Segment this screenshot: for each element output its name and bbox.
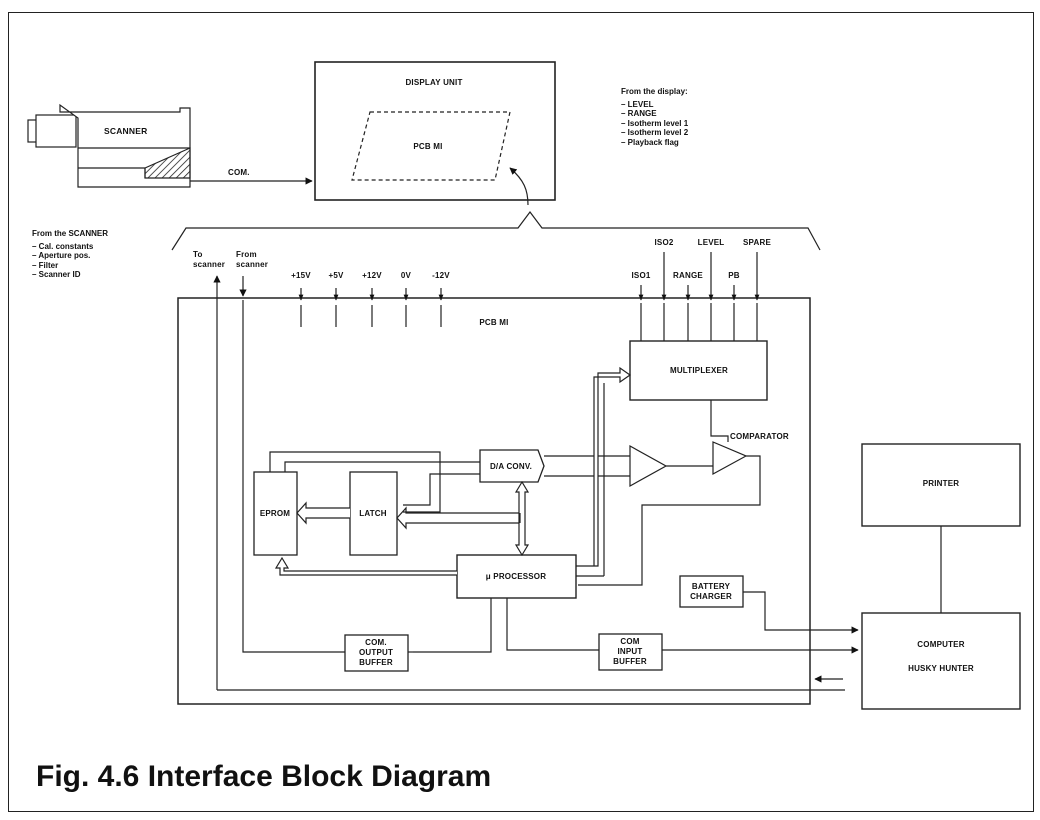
to-scanner-label-line: To: [193, 250, 203, 259]
latch-eprom-bus: [296, 501, 350, 525]
computer-block: [861, 612, 1021, 710]
display-notes: From the display: LEVEL RANGE Isotherm l…: [621, 87, 688, 147]
display-feedback-arrow: [509, 167, 529, 206]
figure-frame: [8, 12, 1034, 812]
power-rail-label: +5V: [328, 271, 344, 280]
comparator-symbol: [712, 441, 748, 476]
comparator-output-line: [578, 455, 761, 586]
pcb-mi-box: [177, 297, 811, 705]
latch-label: LATCH: [359, 509, 387, 518]
display-notes-heading: From the display:: [621, 87, 688, 96]
com-output-buffer-block: [344, 634, 409, 672]
comparator-label: COMPARATOR: [730, 432, 789, 441]
multiplexer-block: [629, 340, 768, 401]
pcb-title: PCB MI: [479, 318, 509, 327]
processor-da-bus: [514, 480, 530, 557]
com-input-buffer-label-line: INPUT: [617, 647, 643, 656]
com-input-buffer-label: COM INPUT BUFFER: [613, 637, 647, 667]
display-note-item: Isotherm level 1: [621, 119, 688, 129]
scanner-note-item: Filter: [32, 261, 108, 271]
expansion-brace: [171, 211, 821, 251]
from-scanner-line: [242, 300, 345, 653]
com-output-buffer-label-line: COM.: [365, 638, 387, 647]
signal-label-range: RANGE: [673, 271, 703, 280]
figure-caption: Fig. 4.6 Interface Block Diagram: [36, 760, 492, 793]
com-link-label: COM.: [228, 168, 250, 177]
battery-charger-label-line: BATTERY: [691, 582, 731, 591]
signal-input-arrows: [638, 252, 760, 341]
com-output-buffer-label: COM. OUTPUT BUFFER: [359, 638, 393, 668]
to-scanner-label-line: scanner: [193, 260, 226, 269]
signal-label-iso2: ISO2: [654, 238, 674, 247]
signal-label-iso1: ISO1: [631, 271, 651, 280]
com-output-buffer-label-line: OUTPUT: [358, 648, 394, 657]
display-unit-box: [314, 61, 556, 201]
amplifier-symbol: [629, 444, 668, 488]
display-pcb-label: PCB MI: [413, 142, 443, 151]
from-scanner-label-line: From: [236, 250, 257, 259]
charger-to-computer-arrow: [743, 591, 859, 634]
da-converter-block: [479, 449, 545, 483]
computer-model-label: HUSKY HUNTER: [908, 664, 974, 673]
power-rail-label: -12V: [432, 271, 450, 280]
from-scanner-label: From scanner: [236, 250, 268, 270]
power-rail-label: +12V: [362, 271, 382, 280]
display-unit-title: DISPLAY UNIT: [405, 78, 463, 87]
scanner-notes: From the SCANNER Cal. constants Aperture…: [32, 229, 108, 280]
display-note-item: RANGE: [621, 109, 688, 119]
display-note-item: Playback flag: [621, 138, 688, 148]
battery-charger-label: BATTERY CHARGER: [690, 582, 732, 602]
da-converter-label: D/A CONV.: [489, 462, 533, 471]
processor-latch-bus: [396, 506, 520, 530]
processor-label: μ PROCESSOR: [485, 572, 547, 581]
scanner-note-item: Aperture pos.: [32, 251, 108, 261]
processor-output-buffer-line: [413, 598, 492, 653]
power-rail-arrows: [298, 288, 444, 327]
com-input-buffer-label-line: BUFFER: [613, 657, 647, 666]
scanner-notes-heading: From the SCANNER: [32, 229, 109, 238]
computer-label: COMPUTER: [917, 640, 965, 649]
com-output-buffer-label-line: BUFFER: [359, 658, 393, 667]
eprom-label: EPROM: [259, 509, 291, 518]
processor-mux-bus: [576, 366, 632, 567]
signal-label-pb: PB: [728, 271, 740, 280]
display-pcb-outline: [351, 111, 511, 181]
battery-charger-label-line: CHARGER: [690, 592, 732, 601]
display-note-item: Isotherm level 2: [621, 128, 688, 138]
com-input-buffer-label-line: COM: [620, 637, 640, 646]
display-note-item: LEVEL: [621, 100, 688, 110]
scanner-note-item: Scanner ID: [32, 270, 108, 280]
signal-label-level: LEVEL: [697, 238, 725, 247]
power-rail-label: 0V: [400, 271, 412, 280]
printer-label: PRINTER: [922, 479, 960, 488]
scanner-device-icon: [27, 103, 191, 188]
signal-label-spare: SPARE: [743, 238, 771, 247]
com-input-buffer-block: [598, 633, 663, 671]
multiplexer-label: MULTIPLEXER: [669, 366, 729, 375]
to-scanner-label: To scanner: [193, 250, 225, 270]
mux-to-comparator-line: [710, 400, 729, 442]
scanner-note-item: Cal. constants: [32, 242, 108, 252]
from-scanner-label-line: scanner: [236, 260, 269, 269]
power-rail-label: +15V: [291, 271, 311, 280]
scanner-label: SCANNER: [104, 126, 148, 136]
